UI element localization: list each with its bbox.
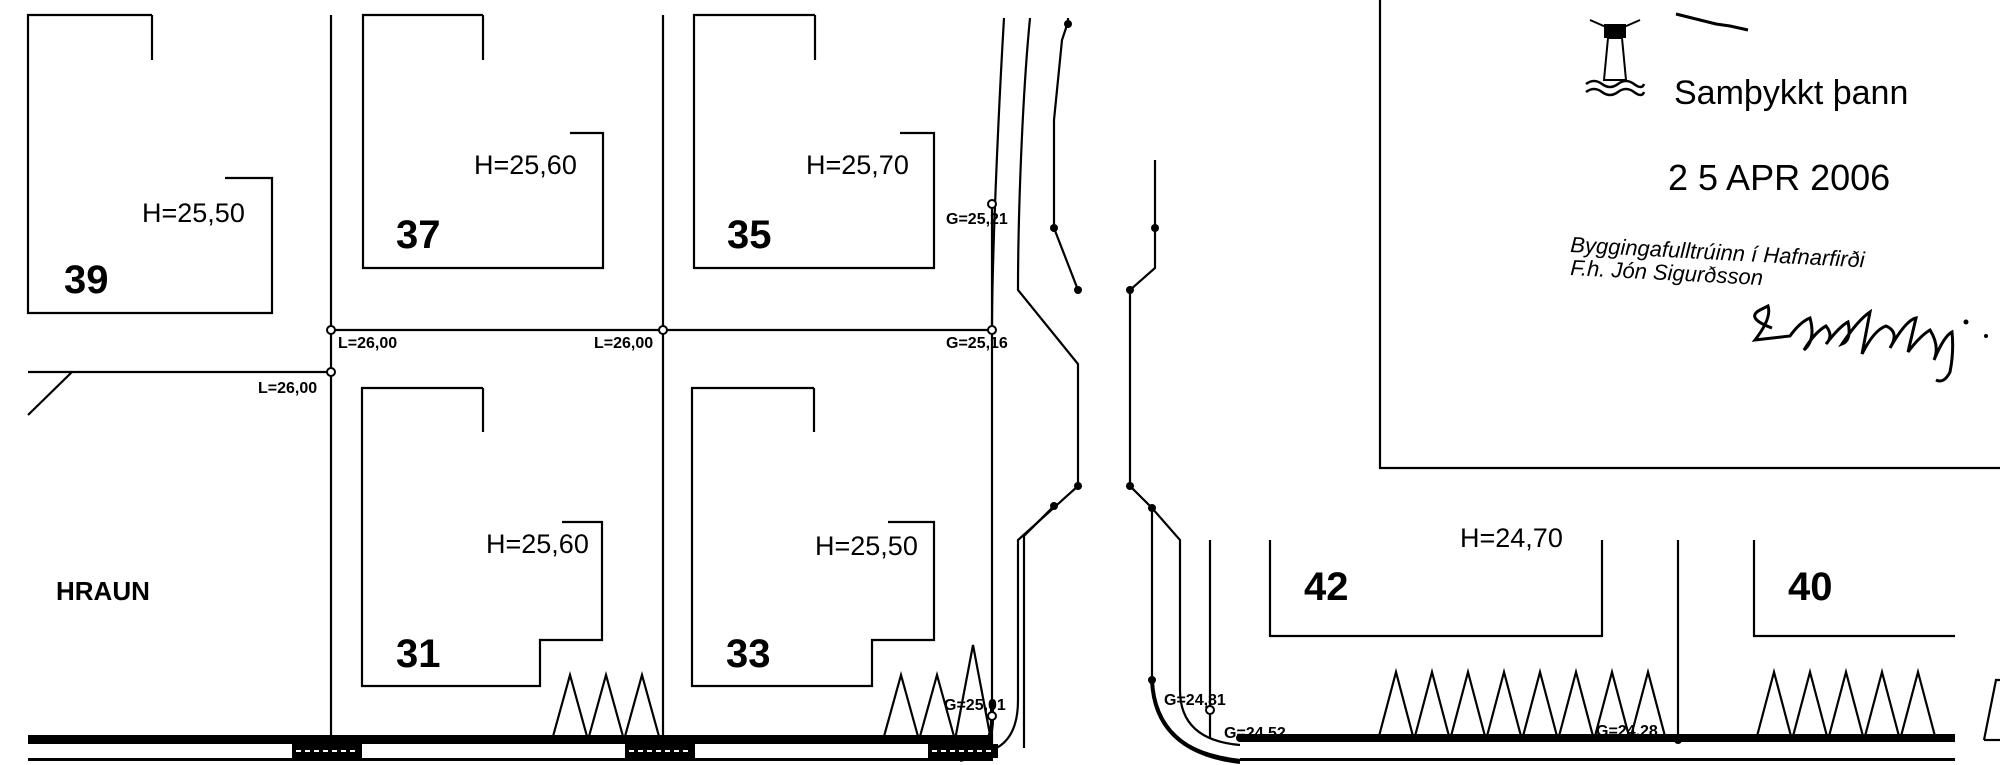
elevation-label-g3: G=25,01 xyxy=(944,697,1006,714)
elevation-label-l3: L=26,00 xyxy=(258,380,317,397)
elevation-label-l1: L=26,00 xyxy=(338,335,397,352)
lot-40-number: 40 xyxy=(1788,565,1833,609)
approval-stamp-frame xyxy=(1378,0,2000,470)
lot-39-height: H=25,50 xyxy=(142,198,245,228)
lot-35-outline xyxy=(692,13,936,270)
lot-35-number: 35 xyxy=(727,213,772,257)
lot-42-height: H=24,70 xyxy=(1460,523,1563,553)
ink-mark-icon xyxy=(1675,12,1749,32)
elevation-label-g4: G=24,81 xyxy=(1164,692,1226,709)
lot-42-number: 42 xyxy=(1304,565,1349,609)
street-edge xyxy=(28,734,1955,761)
network-nodes xyxy=(326,20,1682,744)
lighthouse-icon xyxy=(1585,19,1646,97)
lot-33-height: H=25,50 xyxy=(815,531,918,561)
tree-symbols xyxy=(550,644,2000,742)
lot-39-number: 39 xyxy=(64,258,109,302)
stamp-approved-text: Samþykkt þann xyxy=(1674,74,1908,112)
stamp-date: 2 5 APR 2006 xyxy=(1668,157,1890,198)
elevation-label-g5: G=24,52 xyxy=(1224,725,1286,742)
lot-37-outline xyxy=(361,13,605,270)
signature-image xyxy=(1751,303,1988,383)
lot-33-outline xyxy=(690,386,936,688)
lot-37-height: H=25,60 xyxy=(474,150,577,180)
lot-33-number: 33 xyxy=(726,632,771,676)
elevation-label-g1: G=25,21 xyxy=(946,211,1008,228)
lot-37-number: 37 xyxy=(396,213,441,257)
street-name-label: HRAUN xyxy=(56,576,150,606)
left-road-edges xyxy=(959,17,1080,762)
lot-42-outline xyxy=(1268,540,1604,638)
lot-31-height: H=25,60 xyxy=(486,529,589,559)
lot-40-outline xyxy=(1752,540,1955,638)
elevation-label-g6: G=24,28 xyxy=(1596,723,1658,740)
elevation-label-g2: G=25,16 xyxy=(946,335,1008,352)
lot-31-number: 31 xyxy=(396,632,441,676)
lot-35-height: H=25,70 xyxy=(806,150,909,180)
lot-31-outline xyxy=(360,386,604,688)
right-road-edges xyxy=(1128,160,1241,764)
elevation-label-l2: L=26,00 xyxy=(594,335,653,352)
lot-39-outline xyxy=(26,13,274,315)
